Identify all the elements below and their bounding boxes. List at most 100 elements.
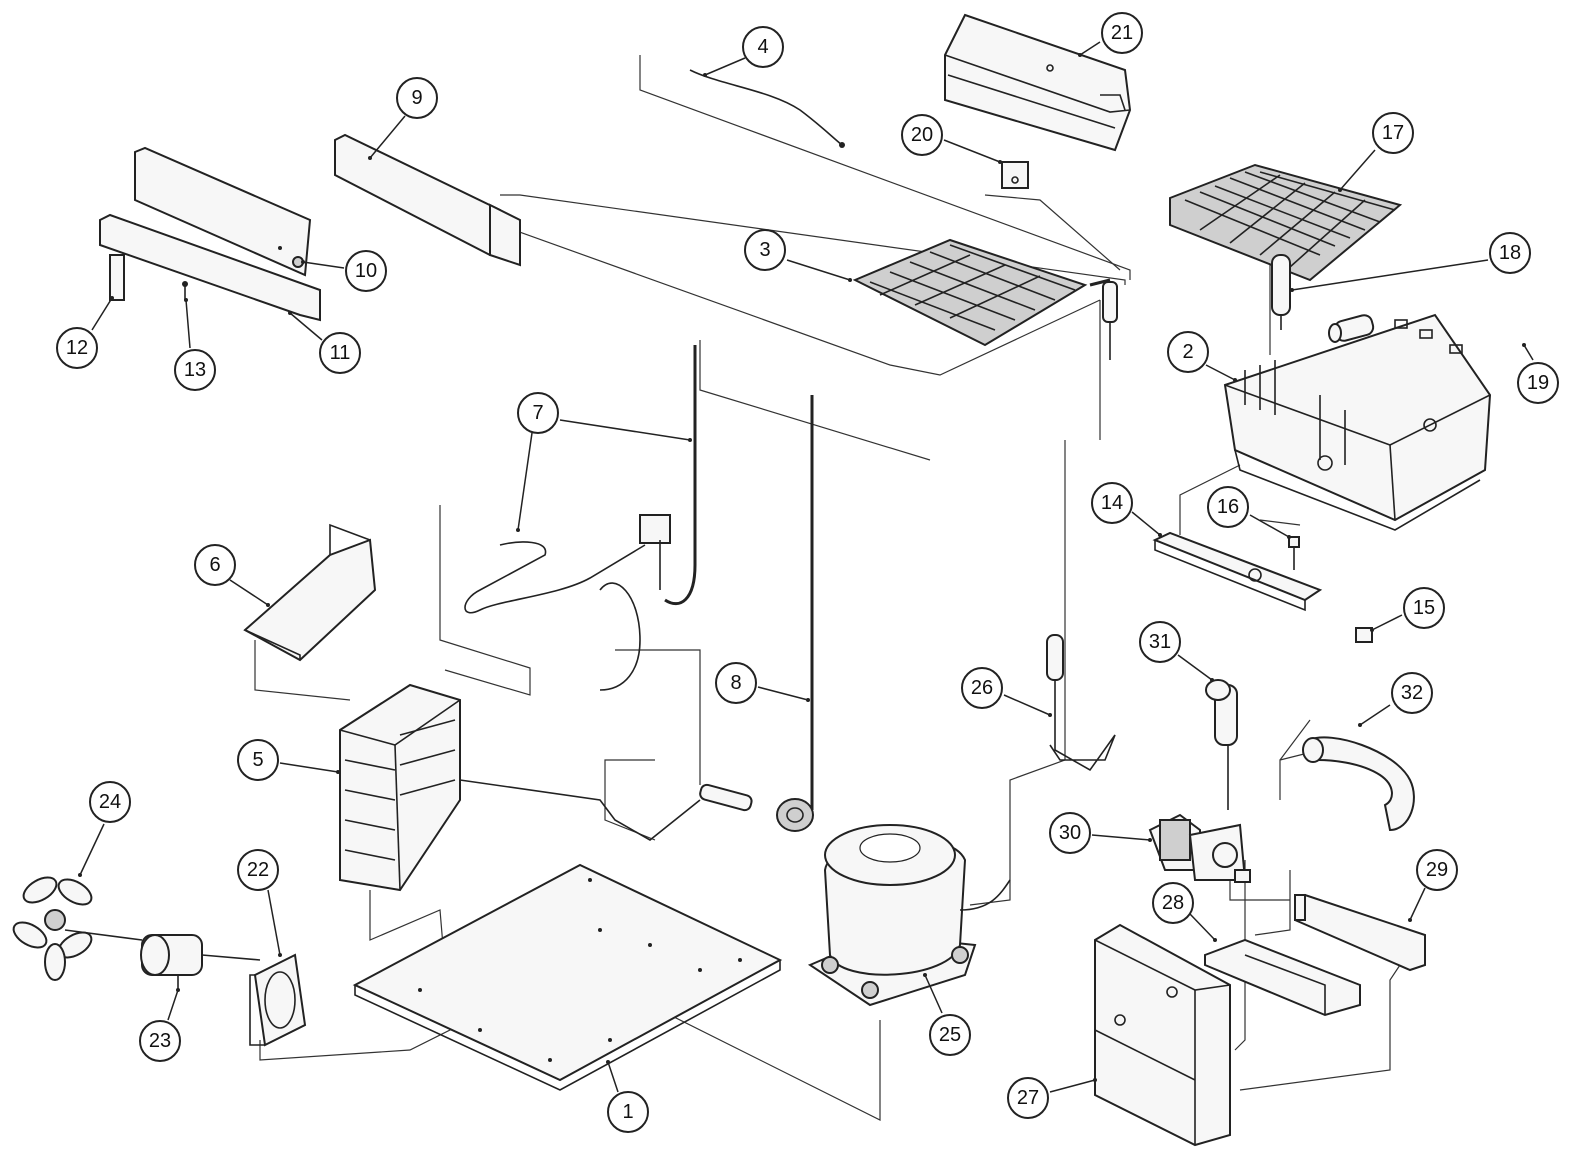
callout-number: 17 [1382, 122, 1404, 144]
leader-line [786, 259, 851, 281]
leader-line [79, 823, 105, 876]
callout-circle [1139, 621, 1181, 663]
part-25-compressor [807, 824, 1011, 1007]
callout-number: 20 [911, 124, 933, 146]
leader-arrow-tip [998, 160, 1002, 164]
leader-arrow-tip [1290, 288, 1294, 292]
callout-5: 5 [237, 739, 340, 781]
callout-number: 7 [532, 402, 543, 424]
leader-arrow-tip [606, 1060, 610, 1064]
callout-7: 7 [516, 392, 692, 532]
leader-arrow-tip [1522, 343, 1526, 347]
callout-circle [929, 1014, 971, 1056]
callout-circle [1101, 12, 1143, 54]
callout-circle [1091, 482, 1133, 524]
callout-number: 10 [355, 260, 377, 282]
leader-line [1339, 149, 1376, 191]
callout-circle [345, 250, 387, 292]
callout-number: 12 [66, 337, 88, 359]
leader-line [1189, 913, 1216, 941]
leader-line [167, 989, 179, 1021]
callout-8: 8 [715, 662, 810, 704]
callout-10: 10 [301, 250, 387, 292]
leader-arrow-tip [266, 603, 270, 607]
leader-arrow-tip [1158, 533, 1162, 537]
callout-circle [396, 77, 438, 119]
callout-circle [517, 392, 559, 434]
leader-line [1291, 259, 1489, 291]
callout-circle [1416, 849, 1458, 891]
callout-31: 31 [1139, 621, 1214, 682]
callout-circle [744, 229, 786, 271]
callout-22: 22 [237, 849, 282, 957]
callout-circle [237, 849, 279, 891]
callout-21: 21 [1078, 12, 1143, 57]
callout-18: 18 [1290, 232, 1531, 292]
callout-number: 9 [411, 87, 422, 109]
callout-circle [1403, 587, 1445, 629]
part-18-sensor [1271, 254, 1291, 330]
leader-line [1409, 887, 1426, 921]
callout-circle [1517, 362, 1559, 404]
part-17-ice-grid [1169, 163, 1403, 282]
callout-number: 27 [1017, 1087, 1039, 1109]
leader-arrow-tip [1358, 723, 1362, 727]
callout-20: 20 [901, 114, 1002, 164]
callout-12: 12 [56, 296, 114, 369]
part-9-top-bracket [334, 133, 521, 267]
leader-line [943, 139, 1001, 163]
callout-14: 14 [1091, 482, 1162, 537]
part-15-cap [1355, 627, 1373, 643]
part-13-screw [182, 281, 188, 300]
callout-15: 15 [1370, 587, 1445, 632]
callout-32: 32 [1358, 672, 1433, 727]
part-16-screw [1288, 536, 1300, 570]
part-1-base-plate [352, 863, 783, 1091]
callout-26: 26 [961, 667, 1052, 717]
callout-number: 28 [1162, 892, 1184, 914]
leader-arrow-tip [1338, 188, 1342, 192]
leader-line [924, 974, 943, 1014]
part-26-drier [1046, 634, 1116, 772]
callout-number: 2 [1182, 341, 1193, 363]
part-6-drip-tray [243, 523, 377, 662]
leader-line [517, 432, 533, 531]
callout-circle [1007, 1077, 1049, 1119]
part-19-fitting [1328, 314, 1375, 343]
callout-circle [319, 332, 361, 374]
callout-number: 6 [209, 554, 220, 576]
leader-line [267, 889, 281, 956]
callout-number: 29 [1426, 859, 1448, 881]
callout-circle [89, 781, 131, 823]
callout-number: 24 [99, 791, 121, 813]
part-2-tank [1223, 313, 1492, 531]
part-3-evaporator [852, 238, 1118, 360]
callout-number: 11 [330, 342, 351, 364]
callout-circle [174, 349, 216, 391]
part-22-fan-shroud [249, 953, 307, 1047]
callout-circle [715, 662, 757, 704]
leader-line [185, 299, 191, 349]
callout-3: 3 [744, 229, 852, 282]
part-31-valve [1205, 679, 1238, 810]
part-4-wire-harness [689, 69, 845, 148]
callout-number: 5 [252, 749, 263, 771]
part-20-clip [1001, 161, 1029, 189]
callout-29: 29 [1408, 849, 1458, 922]
leader-arrow-tip [1210, 678, 1214, 682]
callout-number: 25 [939, 1024, 961, 1046]
part-10-panel [134, 146, 312, 277]
part-14-float-rail [1152, 531, 1323, 612]
leader-arrow-tip [1078, 53, 1082, 57]
callout-6: 6 [194, 544, 270, 607]
part-11-lower-panel [99, 213, 321, 322]
callout-circle [1391, 672, 1433, 714]
leader-arrow-tip [1233, 378, 1237, 382]
callout-number: 26 [971, 677, 993, 699]
part-21-bracket [944, 13, 1132, 152]
part-8-coil-tube [699, 395, 814, 832]
leader-line [1091, 834, 1151, 841]
callout-circle [56, 327, 98, 369]
callout-number: 16 [1217, 496, 1239, 518]
leader-line [1523, 344, 1534, 361]
